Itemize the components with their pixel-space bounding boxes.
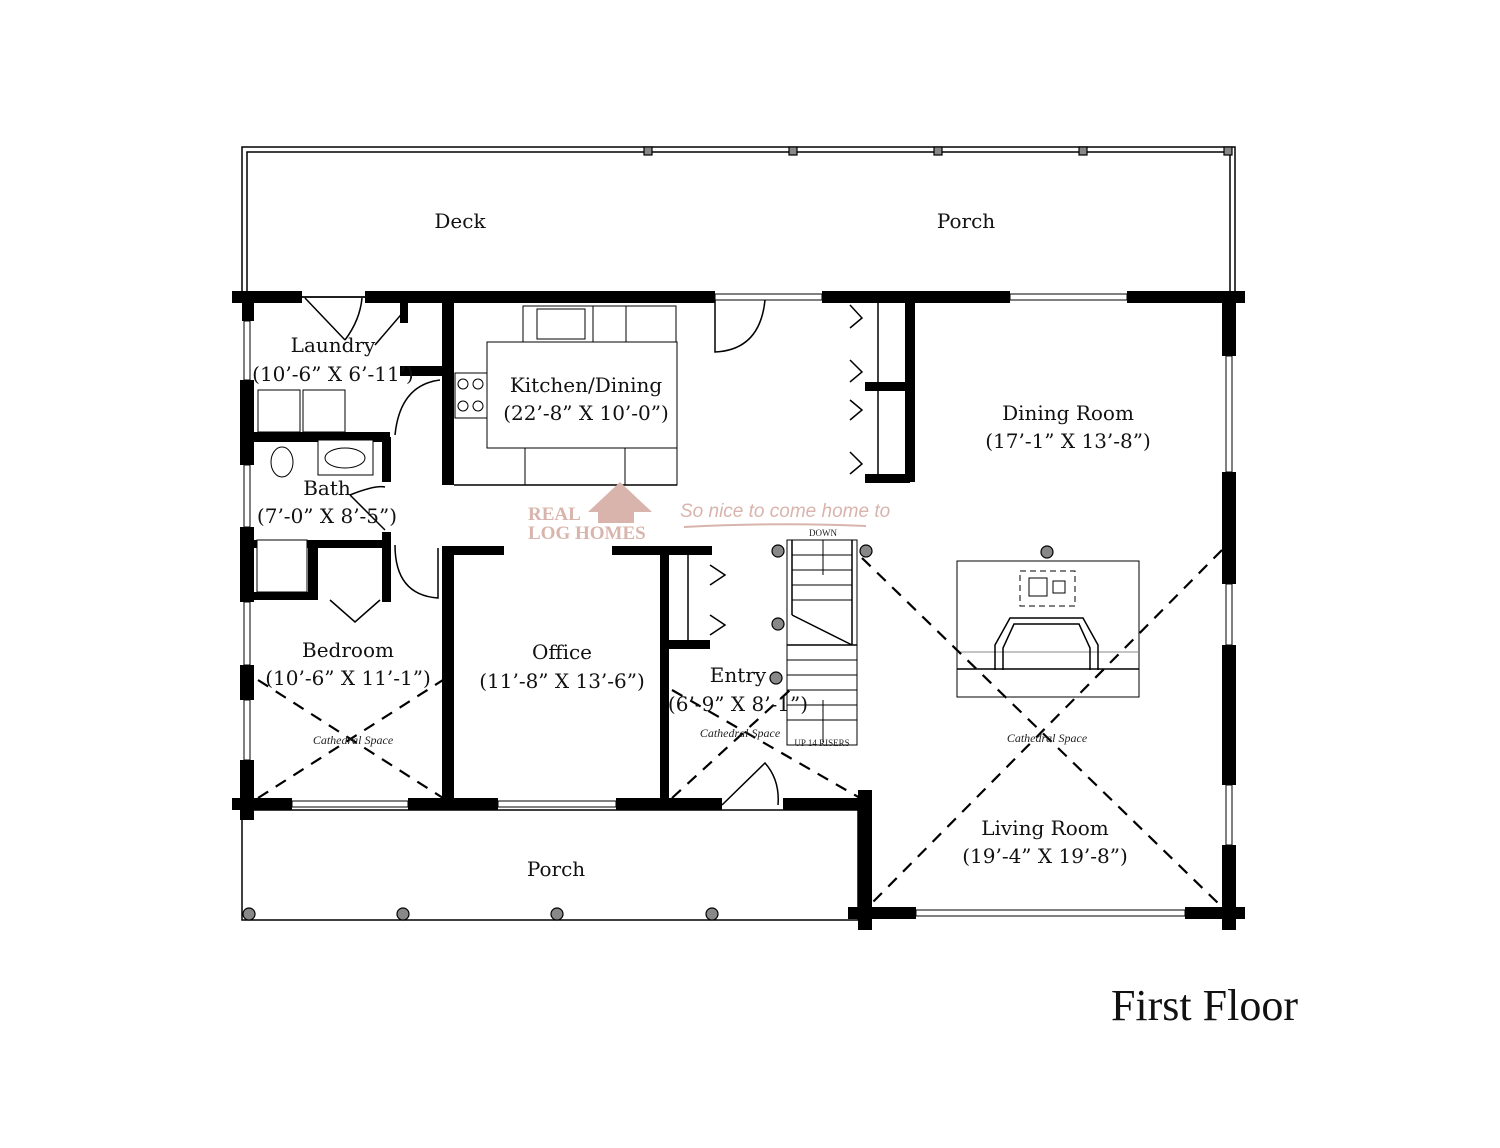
staircase[interactable]: DOWN UP 14 RISERS [769, 528, 873, 748]
living-size: (19’-4” X 19’-8”) [962, 844, 1128, 868]
stairs-down-label: DOWN [809, 528, 837, 538]
kitchen-size: (22’-8” X 10’-0”) [503, 401, 669, 425]
page-title: First Floor [1111, 981, 1298, 1030]
dining-size: (17’-1” X 13’-8”) [985, 429, 1151, 453]
bedroom-label: Bedroom [302, 638, 394, 662]
laundry-size: (10’-6” X 6’-11’) [252, 362, 414, 386]
cathedral-space-markers [257, 549, 1223, 906]
fireplace [956, 545, 1140, 698]
cathedral-entry-label: Cathedral Space [700, 726, 781, 740]
cathedral-living-label: Cathedral Space [1007, 731, 1088, 745]
deck-label: Deck [434, 209, 486, 233]
kitchen-label: Kitchen/Dining [510, 373, 663, 397]
doors [304, 297, 864, 806]
svg-text:LOG HOMES: LOG HOMES [528, 523, 646, 544]
cathedral-bedroom-label: Cathedral Space [313, 733, 394, 747]
real-log-homes-logo: REAL LOG HOMES So nice to come home to [528, 482, 890, 544]
svg-text:So nice to come home to: So nice to come home to [680, 501, 890, 522]
porch-top-label: Porch [937, 209, 995, 233]
entry-label: Entry [710, 663, 767, 687]
bath-size: (7’-0” X 8’-5”) [257, 504, 397, 528]
porch-bottom-label: Porch [527, 857, 585, 881]
svg-text:REAL: REAL [528, 504, 581, 525]
entry-size: (6’-9” X 8’-1”) [668, 692, 808, 716]
laundry-label: Laundry [291, 333, 376, 357]
dining-label: Dining Room [1002, 401, 1134, 425]
exterior-walls [232, 291, 1245, 930]
fixtures [256, 305, 678, 593]
office-size: (11’-8” X 13’-6”) [479, 669, 645, 693]
stairs-up-label: UP 14 RISERS [794, 738, 849, 748]
bath-label: Bath [303, 476, 351, 500]
deck-porch-outline [241, 146, 1236, 298]
living-label: Living Room [981, 816, 1109, 840]
office-label: Office [532, 640, 592, 664]
interior-walls [248, 297, 915, 803]
bottom-porch [241, 809, 859, 921]
bedroom-size: (10’-6” X 11’-1”) [265, 666, 431, 690]
